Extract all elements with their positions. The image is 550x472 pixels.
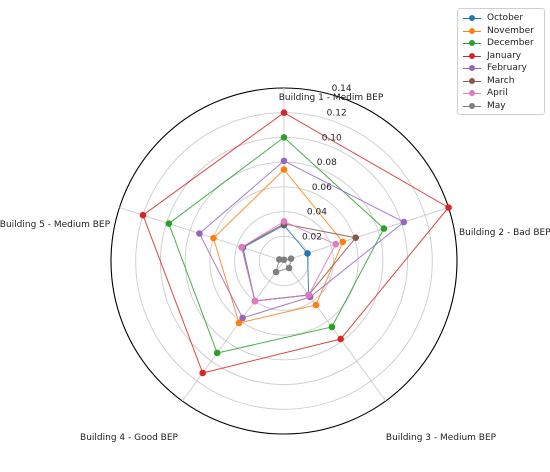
- data-point: [280, 157, 288, 165]
- legend-label: May: [487, 100, 506, 111]
- legend-label: January: [487, 50, 522, 61]
- legend-swatch-marker: [469, 65, 475, 72]
- legend-swatch-marker: [469, 77, 475, 84]
- data-point: [272, 268, 280, 276]
- data-point: [285, 264, 293, 272]
- legend-item: March: [458, 75, 544, 88]
- legend-item: October: [458, 12, 544, 25]
- series-line: [198, 160, 405, 319]
- legend-swatch: [463, 101, 481, 111]
- data-point: [352, 234, 359, 242]
- data-point: [213, 349, 221, 357]
- data-point: [238, 243, 245, 251]
- data-point: [328, 323, 336, 331]
- series-layer: [139, 109, 452, 377]
- category-label: Building 3 - Medium BEP: [386, 433, 497, 443]
- data-point: [280, 256, 288, 264]
- data-point: [139, 211, 147, 219]
- series-line: [242, 224, 310, 302]
- radial-tick-label: 0.10: [322, 133, 342, 143]
- legend-swatch-marker: [469, 27, 475, 34]
- data-point: [235, 319, 243, 327]
- series-line: [241, 223, 357, 302]
- legend-item: November: [458, 25, 544, 38]
- data-point: [199, 369, 206, 377]
- data-point: [280, 166, 288, 173]
- legend-item: April: [458, 87, 544, 100]
- data-point: [287, 255, 295, 263]
- data-point: [380, 225, 388, 232]
- data-point: [280, 109, 288, 117]
- data-point: [445, 204, 452, 211]
- legend-item: May: [458, 100, 544, 113]
- radial-tick-label: 0.06: [312, 183, 332, 193]
- legend-item: January: [458, 50, 544, 63]
- category-label: Building 5 - Medium BEP: [0, 220, 111, 230]
- spoke-gridline: [283, 260, 387, 402]
- legend-swatch: [463, 88, 481, 98]
- data-point: [400, 218, 408, 226]
- category-label: Building 2 - Bad BEP: [459, 228, 550, 238]
- data-point: [196, 230, 203, 237]
- series-line: [168, 136, 385, 354]
- radial-tick-label: 0.04: [307, 208, 327, 218]
- legend-label: October: [487, 13, 524, 24]
- legend-swatch: [463, 13, 481, 23]
- legend-swatch-marker: [469, 102, 475, 109]
- legend-swatch-marker: [469, 90, 475, 97]
- data-point: [339, 238, 347, 246]
- data-point: [280, 134, 288, 141]
- data-point: [210, 234, 217, 242]
- category-label: Building 1 - Medim BEP: [279, 93, 384, 103]
- legend-swatch: [463, 26, 481, 36]
- data-point: [337, 335, 344, 343]
- legend-item: February: [458, 62, 544, 75]
- series-line: [142, 112, 450, 374]
- data-point: [332, 240, 340, 248]
- series-line: [212, 168, 344, 324]
- legend-label: February: [487, 63, 527, 74]
- spoke-gridline: [181, 260, 285, 402]
- radial-tick-label: 0.14: [332, 84, 352, 94]
- legend-swatch: [463, 63, 481, 73]
- legend-label: March: [487, 75, 515, 86]
- data-point: [251, 297, 259, 305]
- series-line: [241, 220, 337, 302]
- data-point: [165, 220, 173, 227]
- data-point: [239, 314, 246, 322]
- legend-swatch-marker: [469, 40, 475, 47]
- legend-label: December: [487, 38, 534, 49]
- legend-item: December: [458, 37, 544, 50]
- legend-swatch: [463, 76, 481, 86]
- legend-swatch-marker: [469, 15, 475, 22]
- category-label: Building 4 - Good BEP: [80, 433, 178, 443]
- data-point: [305, 291, 312, 299]
- data-point: [275, 256, 283, 263]
- legend-swatch: [463, 51, 481, 61]
- radial-tick-label: 0.08: [317, 158, 337, 168]
- data-point: [312, 301, 320, 309]
- legend-swatch: [463, 38, 481, 48]
- radial-tick-label: 0.12: [327, 109, 347, 119]
- data-point: [304, 250, 311, 257]
- legend-label: November: [487, 25, 534, 36]
- spoke-gridline: [283, 207, 449, 262]
- radial-tick-label: 0.02: [302, 232, 322, 242]
- legend-swatch-marker: [469, 52, 475, 59]
- legend-label: April: [487, 88, 508, 99]
- data-point: [280, 218, 288, 225]
